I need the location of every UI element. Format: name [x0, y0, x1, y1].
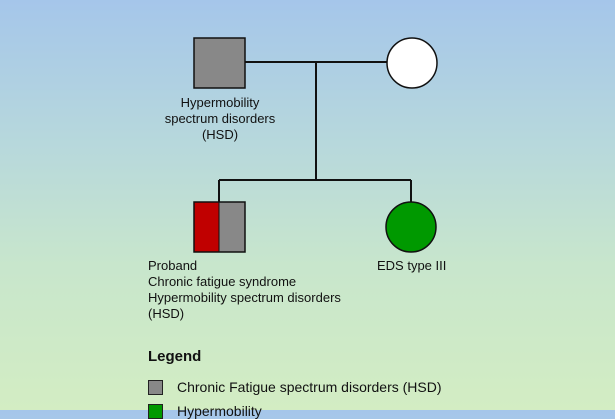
legend-label: Hypermobility: [177, 403, 262, 419]
father-label-line: spectrum disorders: [164, 111, 276, 126]
proband-label-line: Hypermobility spectrum disorders: [148, 290, 341, 305]
proband-left-half: [194, 202, 219, 252]
proband-label: Proband Chronic fatigue syndrome Hypermo…: [148, 258, 341, 322]
proband-label-line: Proband: [148, 258, 198, 273]
father-label-line: (HSD): [201, 127, 239, 142]
mother-circle: [386, 37, 438, 89]
father-label: Hypermobility spectrum disorders (HSD): [160, 95, 280, 143]
father-label-line: Hypermobility: [180, 95, 260, 110]
legend-item: Hypermobility: [148, 403, 262, 419]
legend-swatch: [148, 403, 163, 419]
proband-label-line: Chronic fatigue syndrome: [148, 274, 297, 289]
legend-swatch: [148, 379, 163, 395]
proband-right-half: [219, 202, 245, 252]
legend-item: Chronic Fatigue spectrum disorders (HSD): [148, 379, 442, 395]
daughter-label: EDS type III: [377, 258, 446, 274]
legend-label: Chronic Fatigue spectrum disorders (HSD): [177, 379, 442, 395]
daughter-circle: [385, 201, 437, 253]
daughter-label-line: EDS type III: [377, 258, 447, 273]
pedigree-chart: [193, 37, 438, 253]
father-square: [193, 37, 246, 89]
legend-title: Legend: [148, 348, 202, 365]
proband-label-line: (HSD): [148, 306, 185, 321]
